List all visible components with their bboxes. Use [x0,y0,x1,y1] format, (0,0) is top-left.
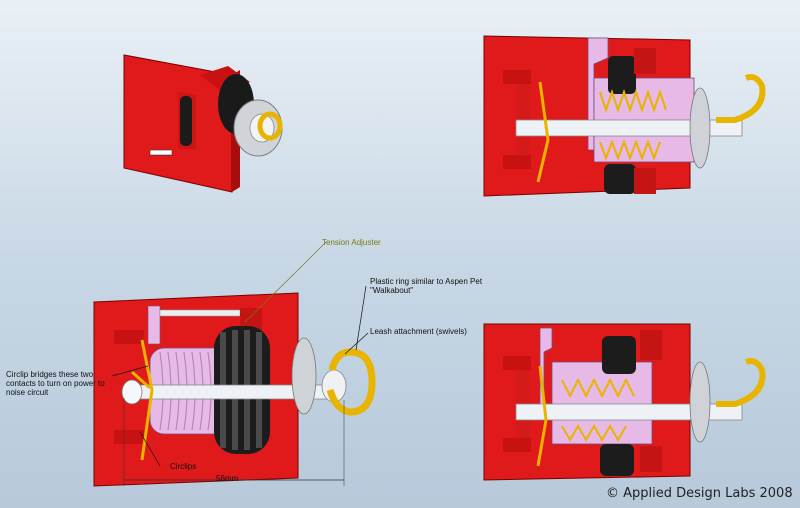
assembled-view [123,54,283,193]
tension-adjuster-label: Tension Adjuster [322,238,381,247]
plastic-ring-label: Plastic ring similar to Aspen Pet "Walka… [370,277,483,295]
dimension-label: 56mm [216,474,239,483]
main-exploded-view [93,241,376,487]
section-view-bottom [483,323,766,481]
circlips-label: Circlips [170,462,197,471]
section-view-top [483,35,766,197]
copyright-text: © Applied Design Labs 2008 [606,486,793,501]
leash-attachment-label: Leash attachment (swivels) [370,327,467,336]
circlip-bridges-label: Circlip bridges these two contacts to tu… [6,370,105,397]
